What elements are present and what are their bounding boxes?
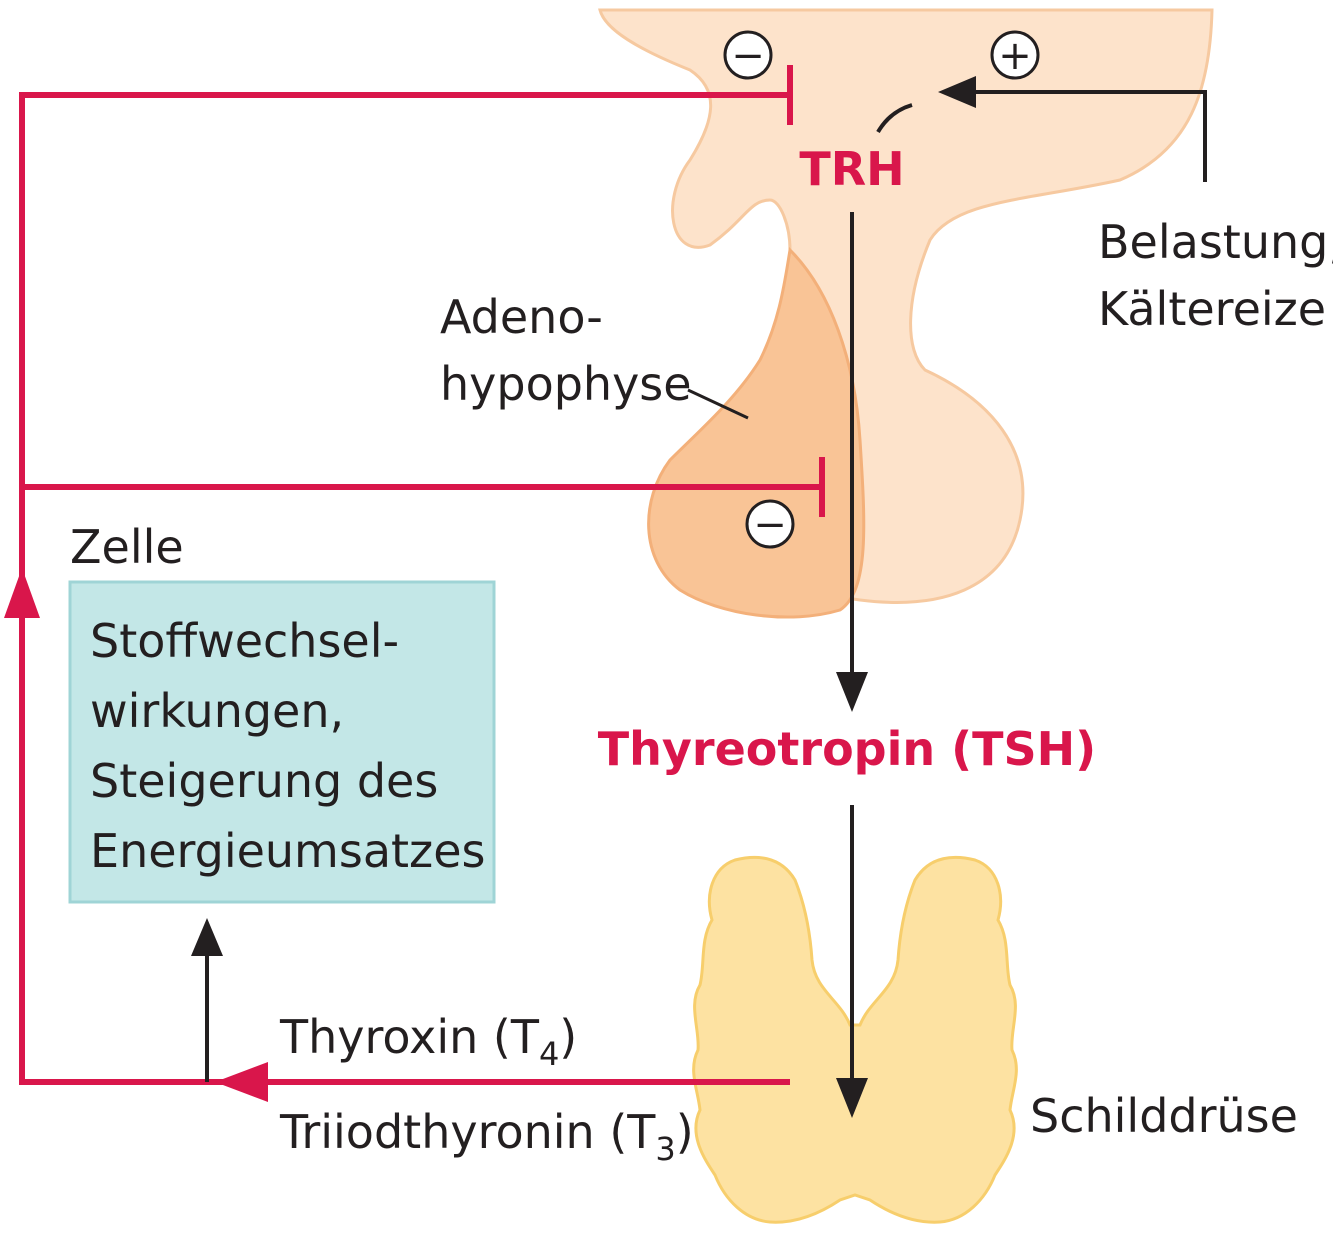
thyroxin-label-prefix: Thyroxin (T: [279, 1010, 540, 1064]
adenohypophysis-shape: [647, 246, 866, 619]
cell-box-line-1: Stoffwechsel-: [90, 614, 399, 668]
stimulus-arrow: [975, 90, 1207, 182]
cell-box: [68, 580, 496, 904]
minus-circle-pituitary: −: [745, 499, 795, 549]
stimulus-label-line-1: Belastung,: [1098, 215, 1333, 269]
cell-box-line-2: wirkungen,: [90, 684, 344, 738]
cell-label: Zelle: [70, 520, 184, 574]
trh-label: TRH: [799, 142, 904, 196]
hypothalamus-shape: [598, 8, 1214, 604]
thyroid-label: Schilddrüse: [1030, 1089, 1298, 1143]
plus-sign-top: +: [998, 33, 1032, 79]
thyroxin-label-subscript: 4: [539, 1035, 559, 1073]
feedback-left-arrowhead: [215, 1062, 268, 1102]
thyroxin-label: Thyroxin (T4): [279, 1010, 577, 1073]
minus-sign-pituitary: −: [753, 502, 787, 548]
minus-circle-top: −: [723, 30, 773, 80]
triiodthyronin-label: Triiodthyronin (T3): [279, 1105, 694, 1168]
tsh-label: Thyreotropin (TSH): [598, 722, 1096, 776]
trh-to-tsh-arrowhead: [836, 672, 868, 712]
adeno-label-line-1: Adeno-: [440, 290, 603, 344]
triiodthyronin-label-subscript: 3: [655, 1130, 675, 1168]
adeno-leader-line: [687, 388, 749, 420]
thyroid-gland-shape: [692, 855, 1018, 1224]
stimulus-arrowhead: [938, 76, 976, 108]
adeno-label-line-2: hypophyse: [440, 357, 692, 411]
triiodthyronin-label-paren: ): [676, 1105, 694, 1159]
tsh-to-thyroid-arrowhead: [836, 1078, 868, 1118]
plus-circle-top: +: [990, 30, 1040, 80]
stimulus-label-line-2: Kältereize: [1098, 282, 1326, 336]
hormone-to-cell-arrowhead: [191, 918, 223, 956]
minus-sign-top: −: [731, 33, 765, 79]
triiodthyronin-label-prefix: Triiodthyronin (T: [279, 1105, 656, 1159]
thyroxin-label-paren: ): [559, 1010, 577, 1064]
cell-box-line-4: Energieumsatzes: [90, 824, 485, 878]
stimulus-dashed-curve: [876, 103, 913, 134]
cell-box-line-3: Steigerung des: [90, 754, 438, 808]
feedback-up-arrowhead: [4, 568, 40, 618]
